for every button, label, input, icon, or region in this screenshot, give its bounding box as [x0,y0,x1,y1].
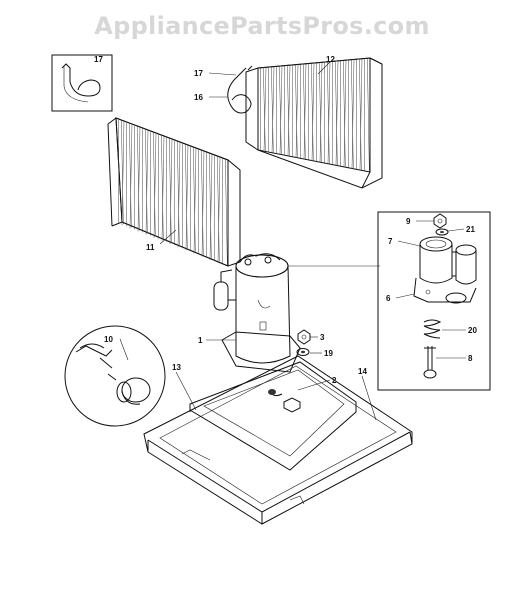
callout-14: 14 [358,367,367,376]
spring-20 [423,319,442,339]
coil-fin [367,58,370,172]
callout-12: 12 [326,55,335,64]
callout-3: 3 [320,333,325,342]
callout-10: 10 [104,335,113,344]
callout-13: 13 [172,363,181,372]
coil-fin [351,59,355,169]
coil-fin [343,60,346,167]
coil-fin [287,65,290,156]
capacitor-inset-10 [64,325,166,427]
coil-fin [271,66,274,153]
coil-fin [169,137,172,243]
coil-fin [217,155,220,262]
callout-17a: 17 [94,55,103,64]
coil-fin [335,60,339,166]
coil-fin [177,140,180,247]
coil-fin [311,63,314,161]
coil-fin [335,61,338,166]
callout-6: 6 [386,294,391,303]
coil-fin [121,120,125,226]
coil-fin [201,149,204,256]
coil-fin [263,67,266,152]
callout-16: 16 [194,93,203,102]
coil-fin [161,135,165,241]
coil-fin [327,61,330,164]
coil-fin [319,62,322,163]
coil-fin [201,150,205,257]
coil-fin [137,126,141,232]
coil-fin [279,65,283,155]
coil-fin [351,59,354,169]
coil-fin [185,143,188,250]
coil-fin [279,66,282,155]
inset-tube-17 [51,54,113,112]
washer-21 [435,228,449,236]
coil-fin [217,156,221,263]
coil-fin [303,63,307,160]
nut-3 [297,329,311,345]
coil-fin [209,153,213,260]
callout-8: 8 [468,354,473,363]
coil-fin [185,144,189,251]
coil-fin [359,58,362,170]
coil-fin [121,119,124,225]
coil-fin [177,141,181,248]
coil-fin [153,131,156,237]
coil-fin [193,146,196,253]
callout-19: 19 [324,349,333,358]
coil-fin [193,147,197,254]
callout-20: 20 [468,326,477,335]
coil-fin [145,129,149,235]
grommet-19 [296,348,310,356]
callout-9: 9 [406,217,411,226]
coil-fin [311,62,315,162]
coil-fin [263,67,267,152]
coil-fin [287,65,291,157]
coil-fin [145,128,148,234]
coil-fin [153,132,157,238]
nut-9 [433,213,447,229]
condenser-coil-12 [245,57,383,189]
bolt-8 [423,346,437,379]
callout-1: 1 [198,336,203,345]
coil-fin [319,62,323,163]
callout-21: 21 [466,225,475,234]
coil-fin [225,158,228,265]
valve-body-7 [413,236,477,304]
coil-fin [343,60,347,168]
compressor-1 [213,253,301,373]
coil-fin [327,61,331,165]
coil-fin [137,125,140,231]
callout-17b: 17 [194,69,203,78]
drain-tray-13 [189,361,357,471]
coil-fin [169,138,173,245]
coil-fin [359,58,363,171]
callout-2: 2 [332,376,337,385]
coil-fin [295,64,299,158]
coil-fin [161,134,164,240]
watermark: AppliancePartsPros.com [94,12,430,40]
coil-fin [129,122,132,228]
base-pan-14 [143,355,413,525]
coil-fin [209,152,212,259]
coil-fin [303,63,306,159]
callout-11: 11 [146,243,155,252]
coil-fin [295,64,298,158]
valve-inset-box [377,211,491,391]
coil-fin [129,123,133,229]
bracket-2 [268,389,301,413]
evaporator-coil-11 [107,117,241,267]
coil-fin [271,66,275,154]
callout-7: 7 [388,237,393,246]
